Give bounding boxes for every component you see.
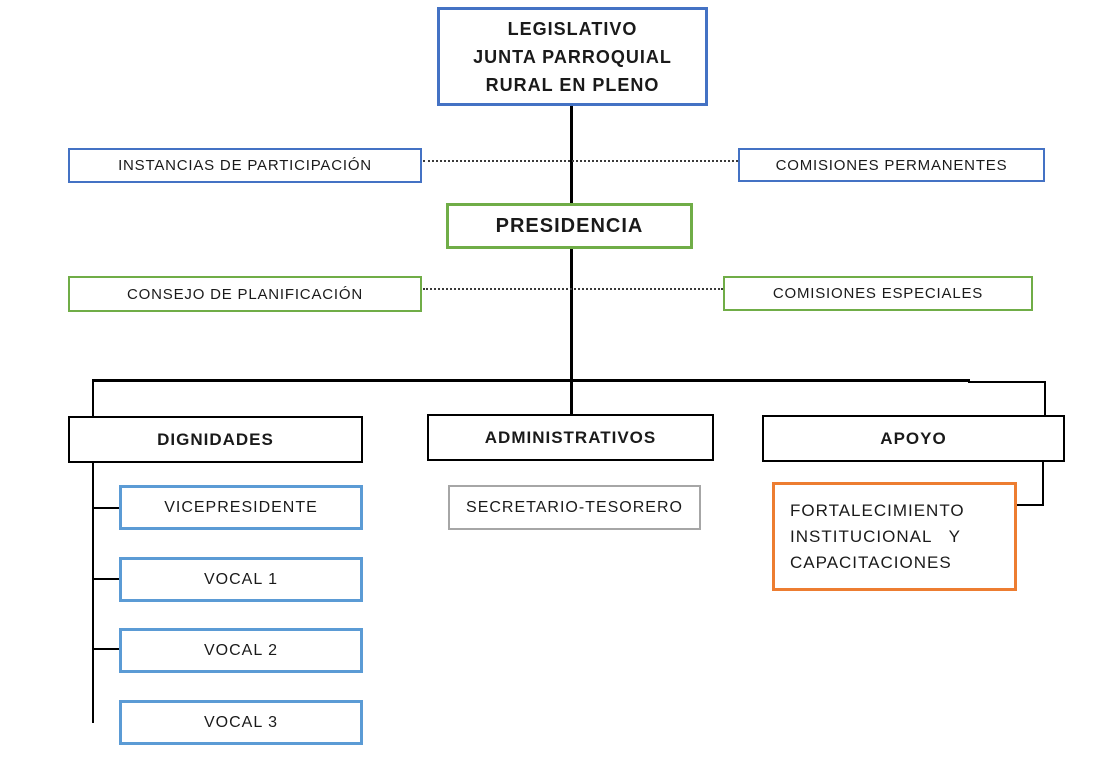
node-presidencia: PRESIDENCIA <box>446 203 693 249</box>
node-label-line: INSTITUCIONAL Y <box>790 526 961 546</box>
node-administrativos: ADMINISTRATIVOS <box>427 414 714 461</box>
node-vocal-1: VOCAL 1 <box>119 557 363 602</box>
connector-stub-vocal-1 <box>93 578 120 580</box>
connector-stub-vocal-2 <box>93 648 120 650</box>
node-label: INSTANCIAS DE PARTICIPACIÓN <box>118 157 372 174</box>
connector-horizontal-main <box>92 379 970 382</box>
node-vocal-3: VOCAL 3 <box>119 700 363 745</box>
node-label: ADMINISTRATIVOS <box>484 427 657 447</box>
node-secretario-tesorero: SECRETARIO-TESORERO <box>448 485 701 530</box>
connector-apoyo-elbow-horizontal <box>1017 504 1044 506</box>
node-label-line: CAPACITACIONES <box>790 552 952 572</box>
node-dignidades: DIGNIDADES <box>68 416 363 463</box>
node-comisiones-permanentes: COMISIONES PERMANENTES <box>738 148 1045 182</box>
node-label: DIGNIDADES <box>157 429 274 449</box>
node-consejo-de-planificacion: CONSEJO DE PLANIFICACIÓN <box>68 276 422 312</box>
node-comisiones-especiales: COMISIONES ESPECIALES <box>723 276 1033 311</box>
node-label: COMISIONES ESPECIALES <box>772 285 984 302</box>
node-fortalecimiento-institucional: FORTALECIMIENTO INSTITUCIONAL Y CAPACITA… <box>772 482 1017 591</box>
node-label: VICEPRESIDENTE <box>164 498 318 516</box>
connector-dotted-instancias-comisiones <box>423 160 738 162</box>
connector-drop-apoyo <box>1044 381 1046 415</box>
node-instancias-de-participacion: INSTANCIAS DE PARTICIPACIÓN <box>68 148 422 183</box>
node-label-line: JUNTA PARROQUIAL <box>473 46 672 67</box>
node-vicepresidente: VICEPRESIDENTE <box>119 485 363 530</box>
node-label-line: RURAL EN PLENO <box>485 74 660 95</box>
node-label: CONSEJO DE PLANIFICACIÓN <box>127 285 363 303</box>
connector-apoyo-elbow-vertical <box>1042 462 1044 506</box>
connector-legislativo-presidencia <box>570 106 573 205</box>
connector-horizontal-extension <box>968 381 1046 383</box>
node-label: VOCAL 3 <box>204 713 278 731</box>
connector-presidencia-down <box>570 248 573 416</box>
connector-dignidades-rail <box>92 379 94 723</box>
node-label: SECRETARIO-TESORERO <box>466 498 683 516</box>
node-label: COMISIONES PERMANENTES <box>775 156 1008 174</box>
connector-stub-vicepresidente <box>93 507 120 509</box>
node-label-line: LEGISLATIVO <box>507 18 638 39</box>
node-legislativo-junta-parroquial: LEGISLATIVO JUNTA PARROQUIAL RURAL EN PL… <box>437 7 708 106</box>
node-label-line: FORTALECIMIENTO <box>790 500 965 520</box>
node-vocal-2: VOCAL 2 <box>119 628 363 673</box>
node-label: PRESIDENCIA <box>495 214 644 237</box>
node-apoyo: APOYO <box>762 415 1065 462</box>
node-label: APOYO <box>880 428 947 448</box>
node-label: VOCAL 2 <box>204 641 278 659</box>
node-label: VOCAL 1 <box>204 570 278 588</box>
connector-dotted-consejo-especiales <box>423 288 723 290</box>
